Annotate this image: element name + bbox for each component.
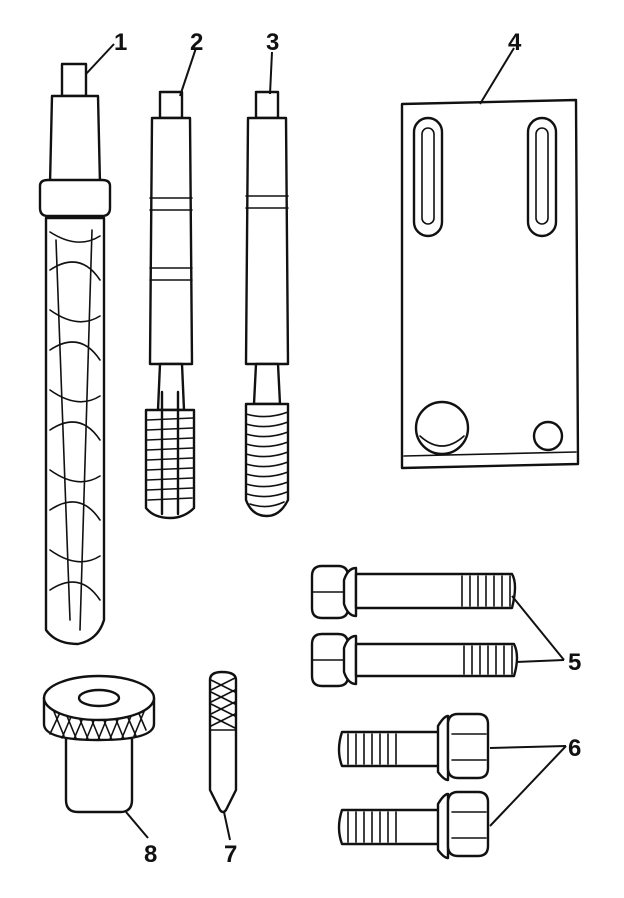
- leader-6a: [489, 745, 567, 749]
- bolt6a-flange: [436, 714, 450, 782]
- callout-3: 3: [266, 29, 279, 56]
- leader-2: [179, 47, 197, 97]
- drill-shank: [48, 94, 102, 186]
- bolt5b-flange: [342, 634, 358, 686]
- tap-2: [144, 90, 196, 520]
- tap2-square-tip: [158, 90, 184, 120]
- bushing-bore: [77, 688, 121, 708]
- leader-5a: [511, 595, 565, 661]
- bolt5b-threads: [463, 645, 513, 675]
- short-bolt-6a: [337, 712, 490, 782]
- tap3-threaded-end: [244, 402, 290, 518]
- tap2-threaded-end: [144, 408, 196, 520]
- callout-1: 1: [114, 29, 127, 56]
- short-bolt-6b: [337, 790, 490, 860]
- drill-bit-1: [38, 62, 112, 646]
- leader-lines: [85, 43, 567, 841]
- plate-hole-small: [532, 420, 564, 452]
- bolt6b-threads: [347, 811, 397, 843]
- bolt5a-threads: [461, 575, 511, 607]
- plate-slot-right: [526, 116, 558, 238]
- leader-4: [479, 47, 515, 105]
- tap3-square-tip: [254, 90, 280, 120]
- tap3-shank: [244, 116, 290, 366]
- drill-collar: [38, 178, 112, 218]
- leader-3: [269, 51, 273, 95]
- drill-bushing-8: [42, 674, 156, 814]
- leader-7: [223, 811, 231, 841]
- bolt6a-hex-head: [446, 712, 490, 780]
- leader-1: [85, 43, 115, 75]
- tap2-shank: [148, 116, 194, 366]
- bushing-body: [64, 728, 134, 814]
- leader-6b: [489, 745, 567, 827]
- guide-plate-4: [400, 98, 580, 470]
- tap2-threads: [146, 390, 194, 516]
- bolt5a-flange: [342, 566, 358, 618]
- plate-hole-large: [414, 400, 470, 456]
- punch-knurl: [209, 677, 237, 731]
- bolt5b-shank: [354, 642, 519, 678]
- callout-5: 5: [568, 649, 581, 676]
- bolt6a-shank: [337, 730, 442, 768]
- bolt5a-shank: [354, 572, 517, 610]
- plate-slot-left: [412, 116, 444, 238]
- bolt6b-shank: [337, 808, 442, 846]
- bolt6b-hex-head: [446, 790, 490, 858]
- drill-fluted-body: [44, 216, 106, 646]
- bolt6b-flange: [436, 792, 450, 860]
- callout-6: 6: [568, 735, 581, 762]
- drill-flutes: [49, 229, 101, 631]
- tap3-threads: [245, 411, 289, 508]
- tap-3: [244, 90, 290, 518]
- leader-8: [125, 811, 149, 839]
- callout-4: 4: [508, 29, 522, 56]
- callout-2: 2: [190, 29, 203, 56]
- tap3-neck: [252, 362, 282, 406]
- pin-punch-7: [208, 670, 238, 814]
- bolt6a-threads: [347, 733, 397, 765]
- drill-square-tip: [60, 62, 88, 98]
- callout-8: 8: [144, 841, 157, 868]
- leader-5b: [515, 659, 565, 663]
- long-bolt-5a: [310, 564, 517, 620]
- callouts: 1 2 3 4 5 6 7 8: [114, 29, 581, 868]
- callout-7: 7: [224, 841, 237, 868]
- long-bolt-5b: [310, 632, 519, 688]
